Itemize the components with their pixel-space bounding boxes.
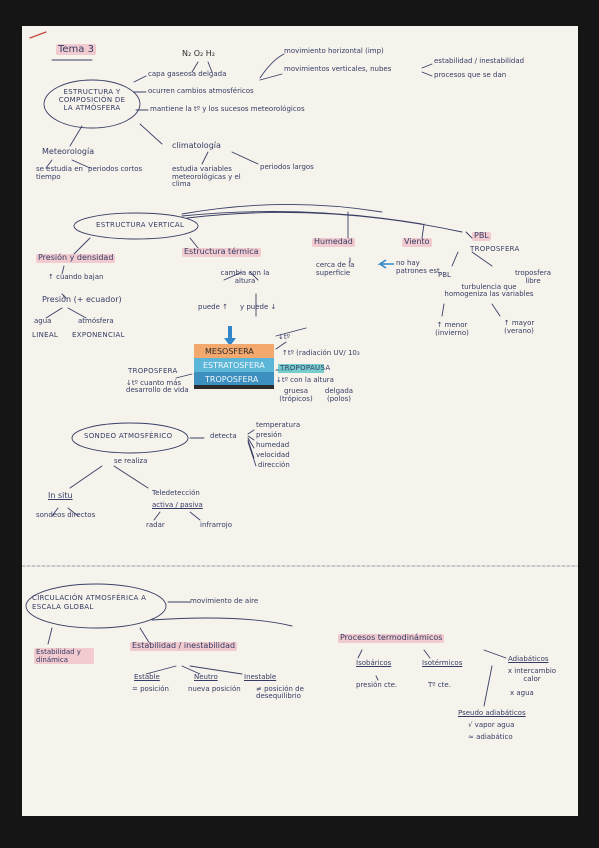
meteorologia-estudio: se estudia en tiempo <box>36 165 83 181</box>
meteorologia-heading: Meteorología <box>42 147 95 156</box>
realiza-text: se realiza <box>114 457 148 465</box>
climatologia-estudio: estudia variables meteorológicas y el cl… <box>172 165 241 189</box>
estructura-termica-label: Estructura térmica <box>182 247 261 257</box>
humedad-label: Humedad <box>312 237 355 247</box>
pseudo-adiabaticos-label: Pseudo adiabáticos <box>458 709 526 717</box>
layer-estratosfera <box>194 358 274 372</box>
sondeo-var-3: humedad <box>256 441 290 449</box>
teledeteccion-tipos: activa / pasiva <box>152 501 203 509</box>
teledeteccion-label: Teledetección <box>152 489 200 497</box>
lineal-text: LINEAL <box>32 331 59 339</box>
isotermicos-text: Tº cte. <box>428 681 451 689</box>
infrarrojo-text: infrarrojo <box>200 521 233 529</box>
capa-text: capa gaseosa delgada <box>148 70 227 78</box>
estabilidad-dinamica-label: Estabilidad y dinámica <box>34 648 94 665</box>
mesosfera-label: MESOSFERA <box>205 347 254 356</box>
down-arrow-icon <box>224 326 236 346</box>
pbl-menor-text: ↑ menor (invierno) <box>435 321 469 337</box>
sondeo-var-4: velocidad <box>256 451 290 459</box>
puede-baja-text: y puede ↓ <box>240 303 277 311</box>
pbl-label: PBL <box>472 231 491 241</box>
troposfera-libre-text: troposfera libre <box>514 269 552 285</box>
estable-label: Estable <box>134 673 160 681</box>
troposfera-left-label: TROPOSFERA <box>128 367 178 375</box>
mov-horizontal-text: movimiento horizontal (imp) <box>284 47 384 55</box>
estabilidad-text: estabilidad / inestabilidad <box>434 57 525 65</box>
estable-text: = posición <box>132 685 169 693</box>
estratosfera-note: ↑tº (radiación UV/ 10₃ <box>282 349 360 357</box>
turbulencia-text: turbulencia que homogeniza las variables <box>444 283 534 299</box>
tropopausa-gruesa: gruesa (trópicos) <box>279 387 313 403</box>
mesosfera-note: ↓tº <box>278 333 290 341</box>
sondeo-var-5: dirección <box>258 461 290 469</box>
presion-baja-text: ↑ cuando bajan <box>48 273 104 281</box>
pbl-mayor-text: ↑ mayor (verano) <box>503 319 535 335</box>
neutro-label: Neutro <box>194 673 218 681</box>
inestable-label: Inestable <box>244 673 277 681</box>
pbl-sub-text: PBL <box>438 271 451 279</box>
layer-mesosfera <box>194 344 274 358</box>
gases-label: N₂ O₂ H₂ <box>182 49 216 58</box>
sondeo-var-2: presión <box>256 431 282 439</box>
agua-text: agua <box>34 317 52 325</box>
isobaricos-label: Isobáricos <box>356 659 392 667</box>
estructura-vertical-heading: ESTRUCTURA VERTICAL <box>96 221 185 229</box>
inestable-text: ≠ posición de desequilibrio <box>256 685 304 701</box>
ocurren-text: ocurren cambios atmosféricos <box>148 87 254 95</box>
troposfera-right-text: TROPOSFERA <box>470 245 520 253</box>
diagram-lines <box>22 31 578 707</box>
tropopausa-label: TROPOPAUSA <box>280 364 331 372</box>
presion-ecuador-text: Presión (+ ecuador) <box>42 295 122 304</box>
radar-text: radar <box>146 521 165 529</box>
presion-densidad-label: Presión y densidad <box>36 253 116 263</box>
troposfera-note: ↓tº con la altura <box>276 376 334 384</box>
notebook-page: Tema 3 N₂ O₂ H₂ movimiento horizontal (i… <box>22 26 578 816</box>
mantiene-text: mantiene la tº y los sucesos meteorológi… <box>150 105 305 113</box>
atmosfera-text: atmósfera <box>78 317 114 325</box>
viento-text: no hay patrones est. <box>396 259 443 275</box>
estratosfera-label: ESTRATOSFERA <box>203 361 265 370</box>
layer-troposfera <box>194 372 274 386</box>
layer-ground <box>194 385 274 389</box>
sondeo-var-1: temperatura <box>256 421 301 429</box>
sondeo-heading: SONDEO ATMOSFÉRICO <box>84 432 173 440</box>
adiabaticos-label: Adiabáticos <box>508 655 549 663</box>
isobaricos-text: presión cte. <box>356 681 398 689</box>
adiabaticos-calor: x intercambio calor <box>507 667 557 683</box>
insitu-label: In situ <box>48 491 73 500</box>
mov-vertical-text: movimientos verticales, nubes <box>284 65 392 73</box>
estabilidad-inestabilidad-label: Estabilidad / inestabilidad <box>130 641 238 651</box>
exponencial-text: EXPONENCIAL <box>72 331 125 339</box>
procesos-termodinamicos-label: Procesos termodinámicos <box>338 633 445 643</box>
tropopausa-highlight <box>278 364 324 373</box>
puede-sube-text: puede ↑ <box>198 303 229 311</box>
neutro-text: nueva posición <box>188 685 241 693</box>
insitu-ejemplos: sondeos directos <box>36 511 96 519</box>
troposfera-layer-label: TROPOSFERA <box>205 375 259 384</box>
left-arrow-icon <box>377 259 394 269</box>
adiabaticos-agua: x agua <box>510 689 534 697</box>
cambia-altura-text: cambia con la altura <box>220 269 270 285</box>
viento-label: Viento <box>402 237 432 247</box>
climatologia-periodos: periodos largos <box>260 163 314 171</box>
pseudo-adiabatico: ≈ adiabático <box>468 733 513 741</box>
main-topic-estructura: ESTRUCTURA Y COMPOSICIÓN DE LA ATMÓSFERA <box>58 88 126 113</box>
page-title: Tema 3 <box>56 44 96 55</box>
climatologia-heading: climatología <box>172 141 221 150</box>
isotermicos-label: Isotérmicos <box>422 659 463 667</box>
procesos-text: procesos que se dan <box>434 71 507 79</box>
pseudo-vapor: √ vapor agua <box>468 721 515 729</box>
troposfera-left-text: ↓tº cuanto más desarrollo de vida <box>126 379 189 395</box>
circulacion-heading: CIRCULACIÓN ATMOSFÉRICA A ESCALA GLOBAL <box>32 594 147 612</box>
meteorologia-periodos: periodos cortos <box>88 165 143 173</box>
detecta-text: detecta <box>210 432 237 440</box>
tropopausa-delgada: delgada (polos) <box>324 387 354 403</box>
movimiento-aire-text: movimiento de aire <box>190 597 259 605</box>
humedad-text: cerca de la superficie <box>316 261 355 277</box>
